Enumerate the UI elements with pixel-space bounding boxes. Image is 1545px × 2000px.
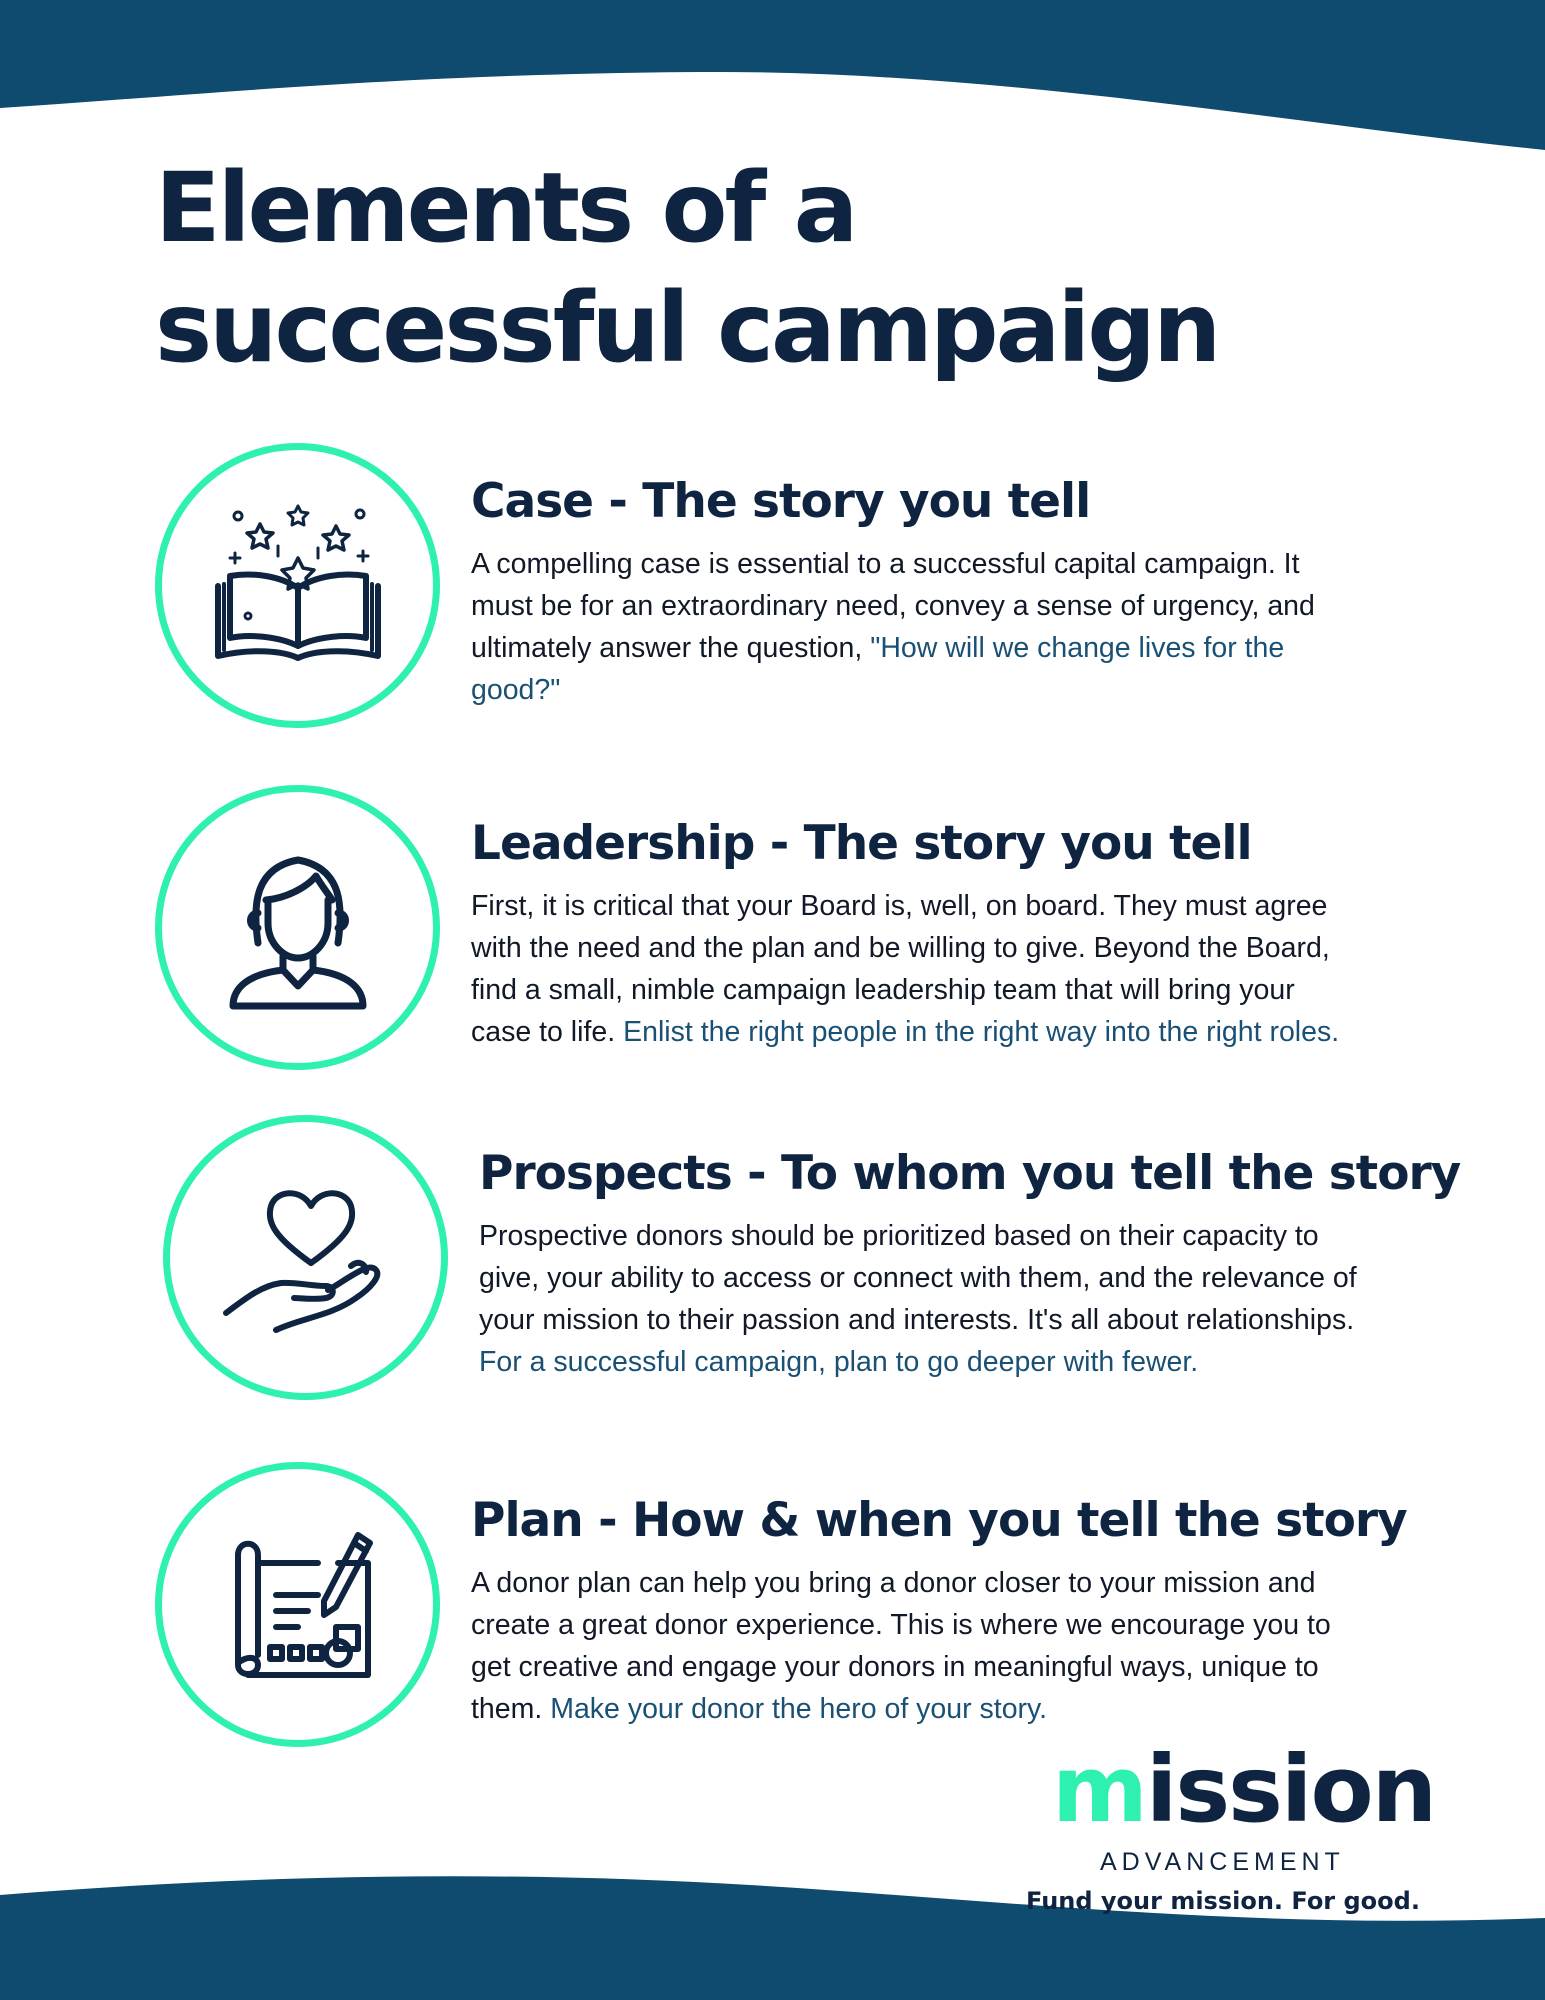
section-body: Prospective donors should be prioritized… (479, 1215, 1359, 1383)
body-text: A donor plan can help you bring a donor … (471, 1567, 1331, 1725)
section-leadership: Leadership - The story you tell First, i… (155, 785, 1545, 1085)
section-body: First, it is critical that your Board is… (471, 885, 1351, 1053)
section-title: Plan - How & when you tell the story (471, 1493, 1408, 1548)
section-prospects: Prospects - To whom you tell the story P… (163, 1115, 1545, 1415)
logo-wordmark: mission (1052, 1740, 1437, 1840)
logo-m: m (1052, 1736, 1148, 1843)
icon-circle (163, 1115, 448, 1400)
section-title: Leadership - The story you tell (471, 816, 1253, 871)
highlight-text: Make your donor the hero of your story. (550, 1693, 1048, 1725)
highlight-text: For a successful campaign, plan to go de… (479, 1346, 1199, 1378)
open-book-stars-icon (214, 504, 381, 661)
section-title: Prospects - To whom you tell the story (479, 1146, 1461, 1201)
tagline: Fund your mission. For good. (1026, 1887, 1420, 1915)
blueprint-pencil-icon (234, 1531, 373, 1678)
icon-circle (155, 443, 440, 728)
body-text: A compelling case is essential to a succ… (471, 548, 1315, 664)
section-case: Case - The story you tell A compelling c… (155, 443, 1545, 743)
page-title: Elements of a successful campaign (155, 152, 1221, 384)
section-body: A donor plan can help you bring a donor … (471, 1562, 1351, 1730)
body-text: Prospective donors should be prioritized… (479, 1220, 1357, 1336)
icon-circle (155, 1462, 440, 1747)
footer-wave (0, 1876, 1545, 2000)
icon-circle (155, 785, 440, 1070)
section-plan: Plan - How & when you tell the story A d… (155, 1462, 1545, 1762)
highlight-text: "How will we change lives for the good?" (471, 632, 1285, 706)
logo-rest: ission (1145, 1736, 1437, 1843)
heart-in-hand-icon (222, 1189, 380, 1333)
mission-advancement-logo: mission ADVANCEMENT (1040, 1740, 1437, 1940)
section-title: Case - The story you tell (471, 474, 1091, 529)
body-text: First, it is critical that your Board is… (471, 890, 1330, 1048)
person-icon (229, 856, 366, 1009)
section-body: A compelling case is essential to a succ… (471, 543, 1351, 711)
highlight-text: Enlist the right people in the right way… (623, 1016, 1340, 1048)
header-wave (0, 0, 1545, 150)
logo-subtitle: ADVANCEMENT (1100, 1848, 1345, 1876)
